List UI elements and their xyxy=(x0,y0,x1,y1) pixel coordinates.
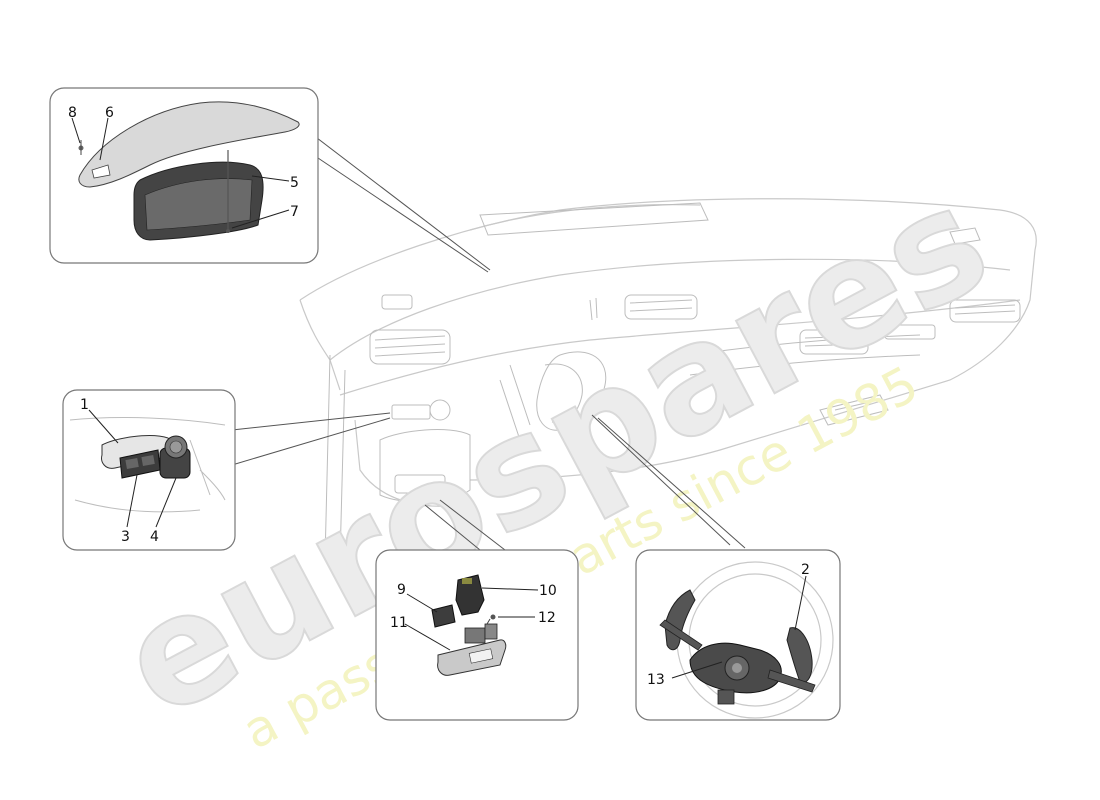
small-switch-part xyxy=(431,604,456,628)
rotary-knob-part xyxy=(159,435,191,479)
inset-switch-panel: 1 3 4 xyxy=(62,389,236,551)
callout-12: 12 xyxy=(538,610,556,626)
callout-6: 6 xyxy=(105,105,114,121)
callout-10: 10 xyxy=(539,583,557,599)
inset-instrument-cluster: 8 6 5 7 xyxy=(49,87,319,264)
callout-13: 13 xyxy=(647,672,665,688)
callout-4: 4 xyxy=(150,529,159,545)
callout-9: 9 xyxy=(397,582,406,598)
callout-1: 1 xyxy=(80,397,89,413)
dashboard-outline xyxy=(299,198,1037,561)
callout-8: 8 xyxy=(68,105,77,121)
callout-11: 11 xyxy=(390,615,408,631)
paddle-shifter-right xyxy=(786,627,813,684)
callout-3: 3 xyxy=(121,529,130,545)
callout-2: 2 xyxy=(801,562,810,578)
inset-console-switches: 9 10 11 12 xyxy=(375,549,579,721)
paddle-shifter-left xyxy=(664,589,696,651)
inset-link-lines xyxy=(231,124,746,551)
inset-steering-switches: 2 13 xyxy=(635,549,841,721)
callout-5: 5 xyxy=(290,175,299,191)
cluster-cover-part xyxy=(78,101,300,188)
callout-7: 7 xyxy=(290,204,299,220)
large-switch-part xyxy=(455,574,485,616)
